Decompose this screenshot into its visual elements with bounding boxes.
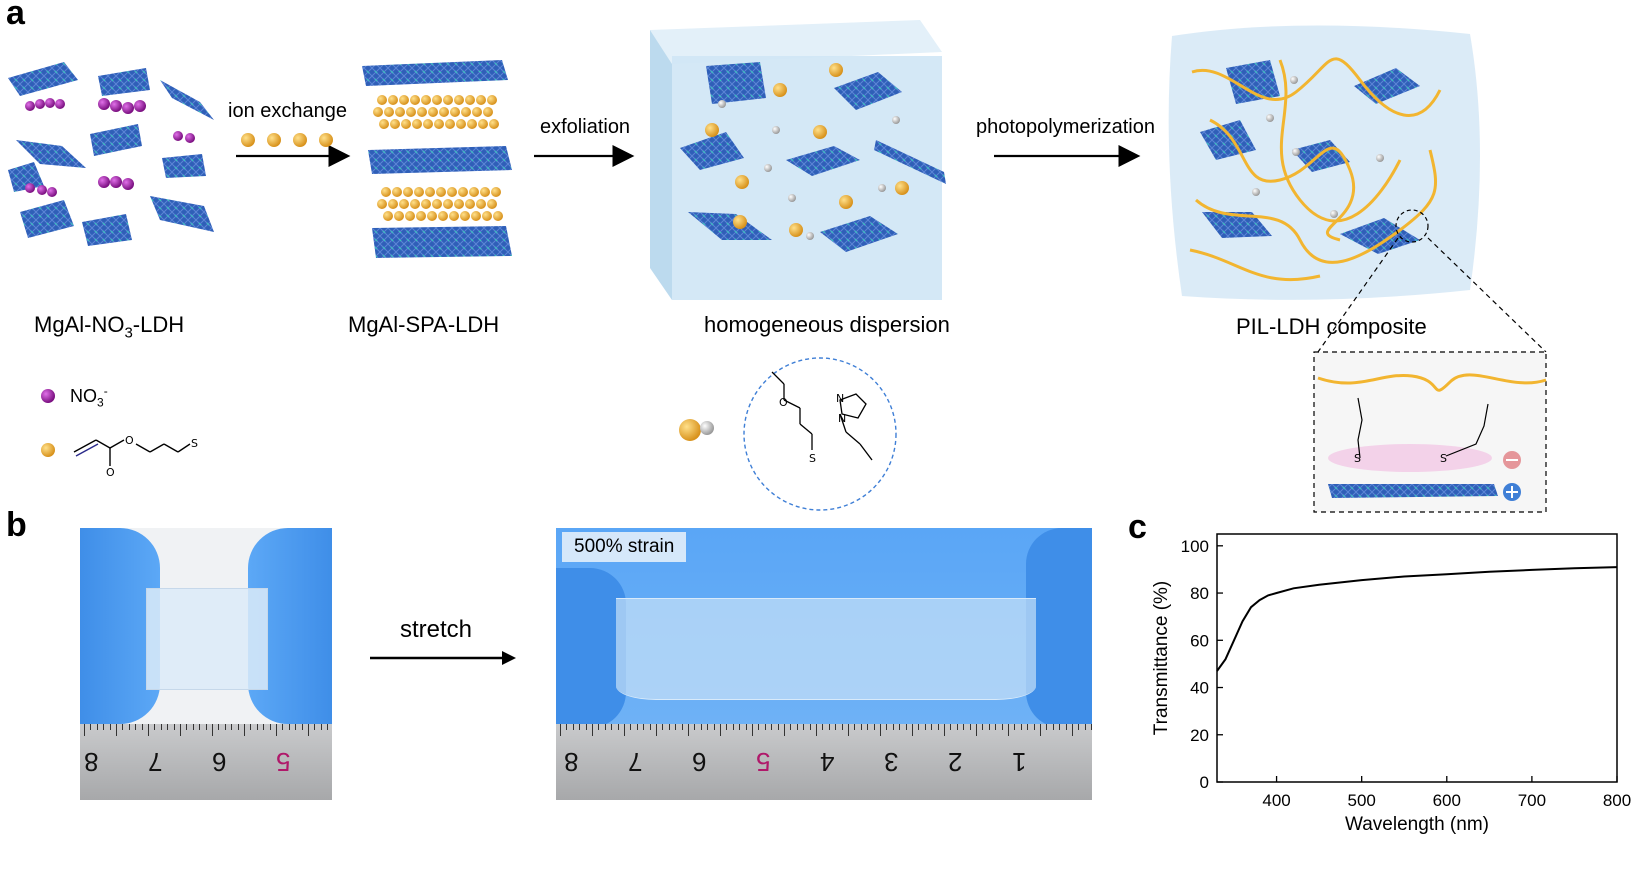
film-stretched xyxy=(616,598,1036,700)
chart-ticks: 400 500 600 700 800 0 20 40 60 80 100 xyxy=(1181,537,1632,810)
legend-o-atom-2: O xyxy=(106,466,115,479)
left-glove-stretched xyxy=(556,568,626,728)
photopolymerization-label: photopolymerization xyxy=(976,116,1155,138)
ruler-number: 5 xyxy=(276,747,291,777)
chart-frame xyxy=(1216,533,1618,783)
ion-pair-grey xyxy=(700,421,714,435)
exfoliation-label: exfoliation xyxy=(540,116,631,138)
stage4-label: PIL-LDH composite xyxy=(1236,314,1427,339)
zoom-callout xyxy=(1313,209,1547,513)
legend-nitrate-label: NO3- xyxy=(70,384,108,410)
callout-s-atom-2: S xyxy=(1440,452,1447,465)
ruler-left: 8 7 6 5 xyxy=(80,724,332,800)
stage1-nitrate-ions xyxy=(25,98,195,197)
stage4-ions xyxy=(1252,76,1384,218)
stage1-label: MgAl-NO3-LDH xyxy=(34,312,185,342)
ruler-number: 6 xyxy=(692,747,707,777)
stage1-ldh-sheets xyxy=(8,62,214,246)
panel-b-letter: b xyxy=(6,506,27,544)
right-glove-stretched xyxy=(1026,528,1092,728)
ruler-number: 7 xyxy=(148,747,163,777)
legend-o-atom: O xyxy=(125,434,134,447)
x-tick-label: 400 xyxy=(1262,791,1290,810)
ruler-number: 7 xyxy=(628,747,643,777)
y-tick-label: 40 xyxy=(1190,679,1209,698)
legend-spa-dot xyxy=(41,443,55,457)
legend-nitrate-dot xyxy=(41,389,55,403)
ruler-number: 1 xyxy=(1012,747,1027,777)
film-sample xyxy=(146,588,268,690)
x-tick-label: 600 xyxy=(1433,791,1461,810)
y-tick-label: 80 xyxy=(1190,584,1209,603)
monomer-n-atom: N xyxy=(836,392,845,405)
stage2-stacked-ldh xyxy=(362,60,512,258)
ruler-number: 3 xyxy=(884,747,899,777)
ruler-number: 2 xyxy=(948,747,963,777)
legend-spa-structure xyxy=(73,439,191,466)
stage3-label: homogeneous dispersion xyxy=(704,312,950,337)
photo-unstretched: 8 7 6 5 xyxy=(80,528,332,800)
x-tick-label: 700 xyxy=(1518,791,1546,810)
strain-badge: 500% strain xyxy=(562,532,687,562)
photo-stretched: 500% strain 8 7 6 5 4 3 2 1 xyxy=(556,528,1092,800)
stretch-label: stretch xyxy=(400,616,473,643)
spa-ions-on-arrow xyxy=(241,133,333,147)
panel-c-letter: c xyxy=(1128,508,1147,546)
stage2-spa-layers xyxy=(373,95,503,221)
monomer-circle xyxy=(743,357,897,511)
ruler-number: 8 xyxy=(84,747,99,777)
y-tick-label: 0 xyxy=(1200,773,1209,792)
x-tick-label: 800 xyxy=(1603,791,1631,810)
y-tick-label: 20 xyxy=(1190,726,1209,745)
ion-exchange-label: ion exchange xyxy=(228,100,347,122)
ruler-number: 8 xyxy=(564,747,579,777)
stage4-ldh-sheets xyxy=(1200,60,1420,254)
ion-pair-gold xyxy=(679,419,701,441)
monomer-structure xyxy=(771,371,873,461)
x-tick-label: 500 xyxy=(1347,791,1375,810)
monomer-s-atom: S xyxy=(809,452,816,465)
panel-a-letter: a xyxy=(6,0,25,32)
stage3-ions xyxy=(705,63,909,240)
chart-xlabel: Wavelength (nm) xyxy=(1345,814,1489,835)
stage2-label: MgAl-SPA-LDH xyxy=(348,312,500,337)
monomer-o-atom: O xyxy=(779,396,788,409)
ruler-number: 4 xyxy=(820,747,835,777)
y-tick-label: 100 xyxy=(1181,537,1209,556)
transmittance-chart: 400 500 600 700 800 0 20 40 60 80 100 Wavelength (… xyxy=(1151,533,1632,835)
stage3-exfoliated-sheets xyxy=(680,62,946,252)
ruler-right: 8 7 6 5 4 3 2 1 xyxy=(556,724,1092,800)
ruler-number: 6 xyxy=(212,747,227,777)
legend-s-atom: S xyxy=(191,437,198,450)
chart-axes xyxy=(1216,533,1618,783)
monomer-n-atom-2: N xyxy=(838,412,847,425)
transmittance-line xyxy=(1216,566,1618,672)
callout-s-atom: S xyxy=(1354,452,1361,465)
chart-ylabel: Transmittance (%) xyxy=(1151,581,1172,736)
stage4-polymer-chains xyxy=(1189,57,1442,282)
ruler-number: 5 xyxy=(756,747,771,777)
y-tick-label: 60 xyxy=(1190,631,1209,650)
stretch-arrow xyxy=(370,651,516,665)
